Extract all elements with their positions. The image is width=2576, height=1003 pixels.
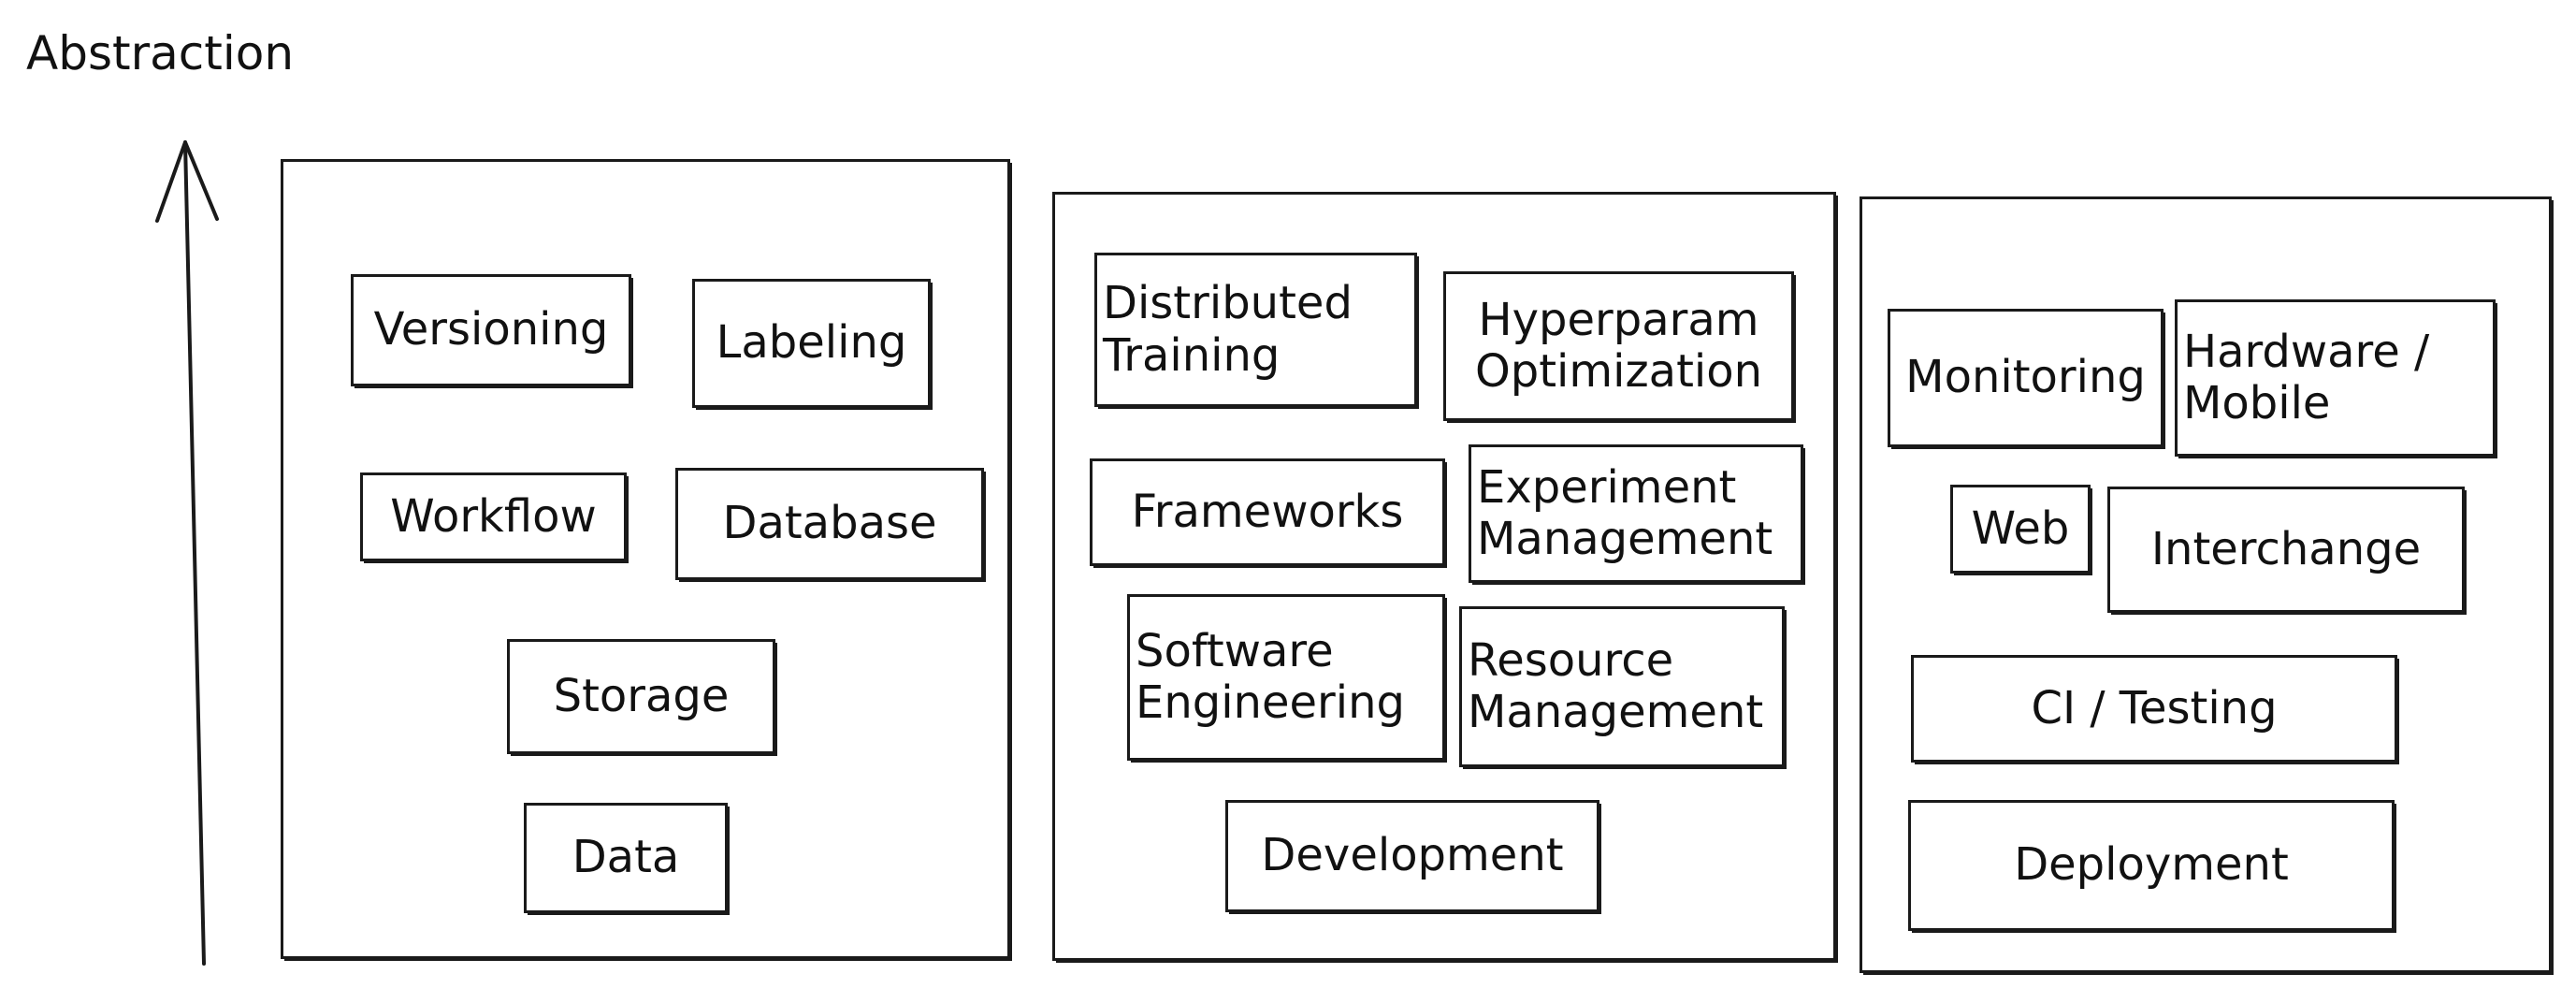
label-web: Web <box>1971 502 2070 555</box>
box-versioning: Versioning <box>351 274 631 386</box>
label-monitoring: Monitoring <box>1905 351 2146 404</box>
box-data: Data <box>524 803 728 913</box>
label-software-engineering: Software Engineering <box>1136 624 1405 729</box>
label-storage: Storage <box>553 669 730 722</box>
box-software-engineering: Software Engineering <box>1127 594 1445 761</box>
box-labeling: Labeling <box>692 279 931 408</box>
box-experiment-management: Experiment Management <box>1469 444 1803 583</box>
panel-deployment <box>1860 196 2552 973</box>
label-deployment: Deployment <box>2014 838 2289 892</box>
label-distributed-training: Distributed Training <box>1103 277 1353 382</box>
label-labeling: Labeling <box>716 316 907 370</box>
axis-label: Abstraction <box>26 26 295 80</box>
box-workflow: Workflow <box>360 472 627 561</box>
label-resource-management: Resource Management <box>1468 633 1764 738</box>
label-workflow: Workflow <box>390 489 597 543</box>
box-ci-testing: CI / Testing <box>1911 655 2397 763</box>
label-versioning: Versioning <box>373 303 609 356</box>
box-deployment: Deployment <box>1908 800 2395 931</box>
box-frameworks: Frameworks <box>1090 458 1445 566</box>
label-frameworks: Frameworks <box>1131 485 1404 538</box>
label-database: Database <box>722 497 937 550</box>
box-distributed-training: Distributed Training <box>1094 253 1417 407</box>
box-database: Database <box>675 468 984 580</box>
box-hyperparam-optimization: Hyperparam Optimization <box>1443 271 1794 421</box>
panel-data <box>281 159 1010 959</box>
label-experiment-management: Experiment Management <box>1477 460 1773 565</box>
label-interchange: Interchange <box>2150 522 2422 575</box>
box-resource-management: Resource Management <box>1459 606 1785 767</box>
label-data: Data <box>572 831 680 884</box>
label-hardware-mobile: Hardware / Mobile <box>2183 325 2430 429</box>
box-web: Web <box>1950 485 2091 574</box>
panel-development <box>1052 192 1836 961</box>
box-development: Development <box>1225 800 1599 912</box>
label-hyperparam-optimization: Hyperparam Optimization <box>1474 293 1763 398</box>
box-hardware-mobile: Hardware / Mobile <box>2175 299 2496 457</box>
label-development: Development <box>1261 829 1564 882</box>
box-storage: Storage <box>507 639 775 754</box>
label-ci-testing: CI / Testing <box>2031 681 2278 734</box>
box-interchange: Interchange <box>2107 487 2465 613</box>
box-monitoring: Monitoring <box>1888 309 2164 447</box>
